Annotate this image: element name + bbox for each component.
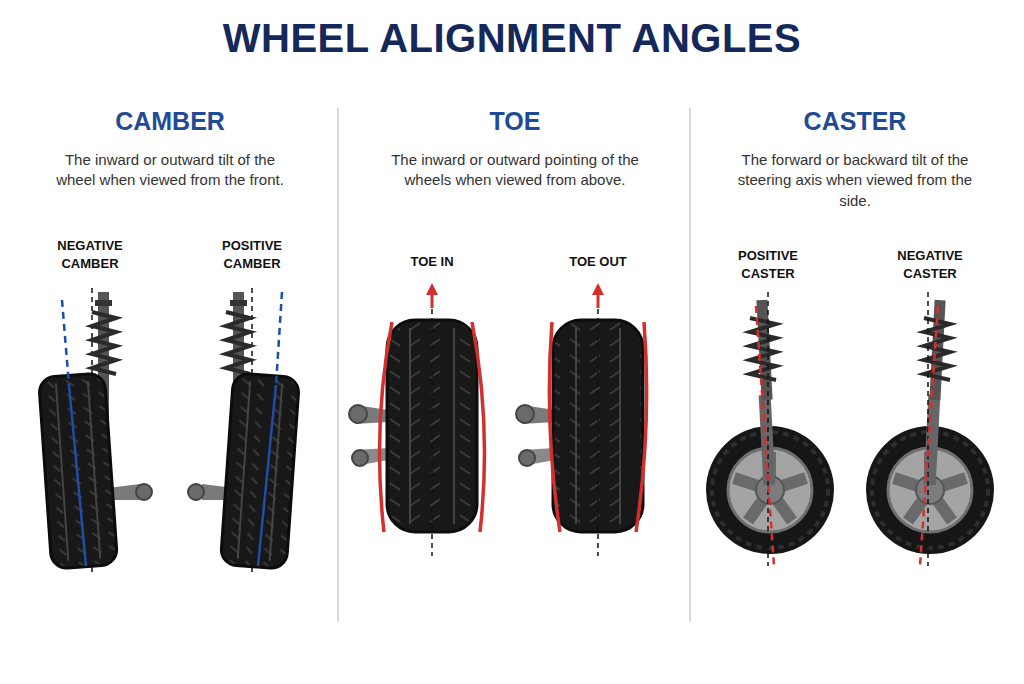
positive-caster-figure [706,292,834,566]
page-title: WHEEL ALIGNMENT ANGLES [0,16,1024,61]
section-heading: TOE [385,106,645,136]
divider [689,108,691,622]
section-description: The inward or outward pointing of the wh… [390,150,640,191]
angle-label: NEGATIVE CASTER [880,247,980,282]
toe-out-figure [516,283,647,556]
section-description: The forward or backward tilt of the stee… [730,150,980,211]
negative-caster-figure [866,292,994,566]
negative-camber-figure [38,288,152,572]
positive-camber-figure [188,288,300,572]
section-heading: CAMBER [40,106,300,136]
angle-label: POSITIVE CASTER [718,247,818,282]
section-heading: CASTER [725,106,985,136]
section-description: The inward or outward tilt of the wheel … [45,150,295,191]
toe-in-figure [349,283,485,556]
divider [337,108,339,622]
angle-label: POSITIVE CAMBER [202,237,302,272]
angle-label: NEGATIVE CAMBER [40,237,140,272]
angle-label: TOE OUT [548,253,648,271]
angle-label: TOE IN [382,253,482,271]
